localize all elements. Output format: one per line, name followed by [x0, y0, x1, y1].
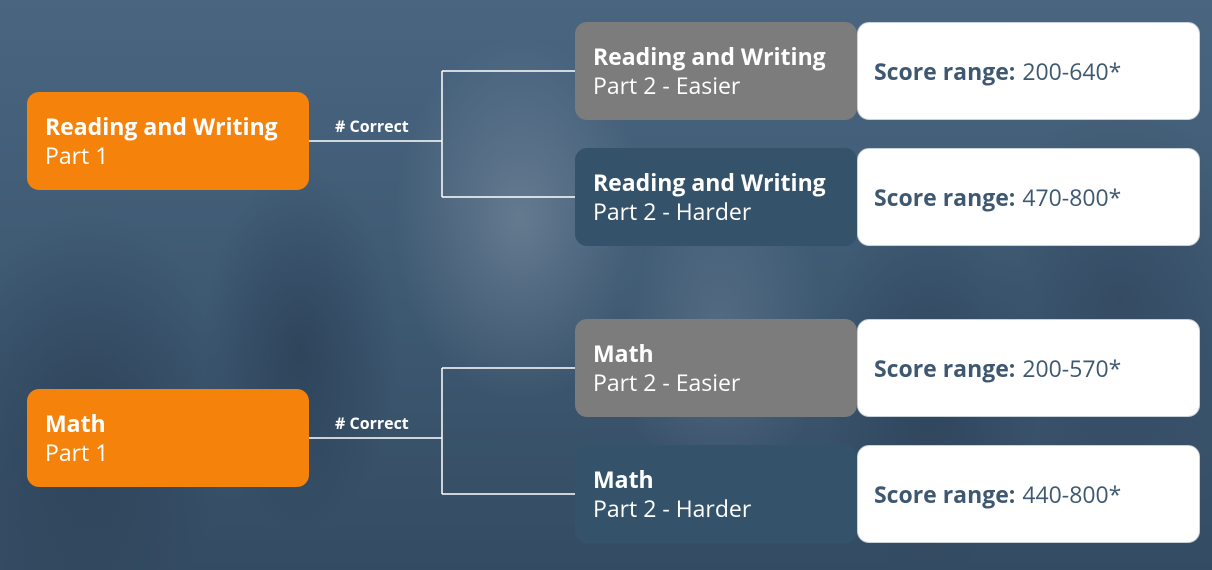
rw-easier-title: Reading and Writing — [593, 40, 826, 72]
math-harder-title: Math — [593, 463, 654, 495]
math-easier-subtitle: Part 2 - Easier — [593, 366, 741, 398]
rw-easier-score-value: 200-640* — [1022, 55, 1122, 87]
math-easier-score-value: 200-570* — [1022, 352, 1122, 384]
rw-harder-title: Reading and Writing — [593, 166, 826, 198]
math-part1-title: Math — [45, 407, 106, 439]
rw-part1-title: Reading and Writing — [45, 110, 278, 142]
math-part1-box: Math Part 1 — [27, 389, 309, 487]
math-harder-score-value: 440-800* — [1022, 478, 1122, 510]
rw-easier-score-label: Score range: — [874, 55, 1016, 87]
math-easier-box: Math Part 2 - Easier — [575, 319, 857, 417]
math-harder-score-label: Score range: — [874, 478, 1016, 510]
rw-easier-box: Reading and Writing Part 2 - Easier — [575, 22, 857, 120]
math-harder-score: Score range:440-800* — [857, 445, 1200, 543]
math-connector-label: # Correct — [335, 412, 409, 434]
rw-harder-box: Reading and Writing Part 2 - Harder — [575, 148, 857, 246]
rw-part1-box: Reading and Writing Part 1 — [27, 92, 309, 190]
math-harder-box: Math Part 2 - Harder — [575, 445, 857, 543]
rw-part1-subtitle: Part 1 — [45, 139, 109, 171]
math-harder-subtitle: Part 2 - Harder — [593, 492, 752, 524]
math-easier-score: Score range:200-570* — [857, 319, 1200, 417]
math-easier-title: Math — [593, 337, 654, 369]
rw-easier-subtitle: Part 2 - Easier — [593, 69, 741, 101]
math-part1-subtitle: Part 1 — [45, 436, 109, 468]
rw-harder-score-value: 470-800* — [1022, 181, 1122, 213]
rw-harder-score-label: Score range: — [874, 181, 1016, 213]
rw-connector-label: # Correct — [335, 115, 409, 137]
rw-harder-score: Score range:470-800* — [857, 148, 1200, 246]
math-easier-score-label: Score range: — [874, 352, 1016, 384]
rw-harder-subtitle: Part 2 - Harder — [593, 195, 752, 227]
rw-easier-score: Score range:200-640* — [857, 22, 1200, 120]
